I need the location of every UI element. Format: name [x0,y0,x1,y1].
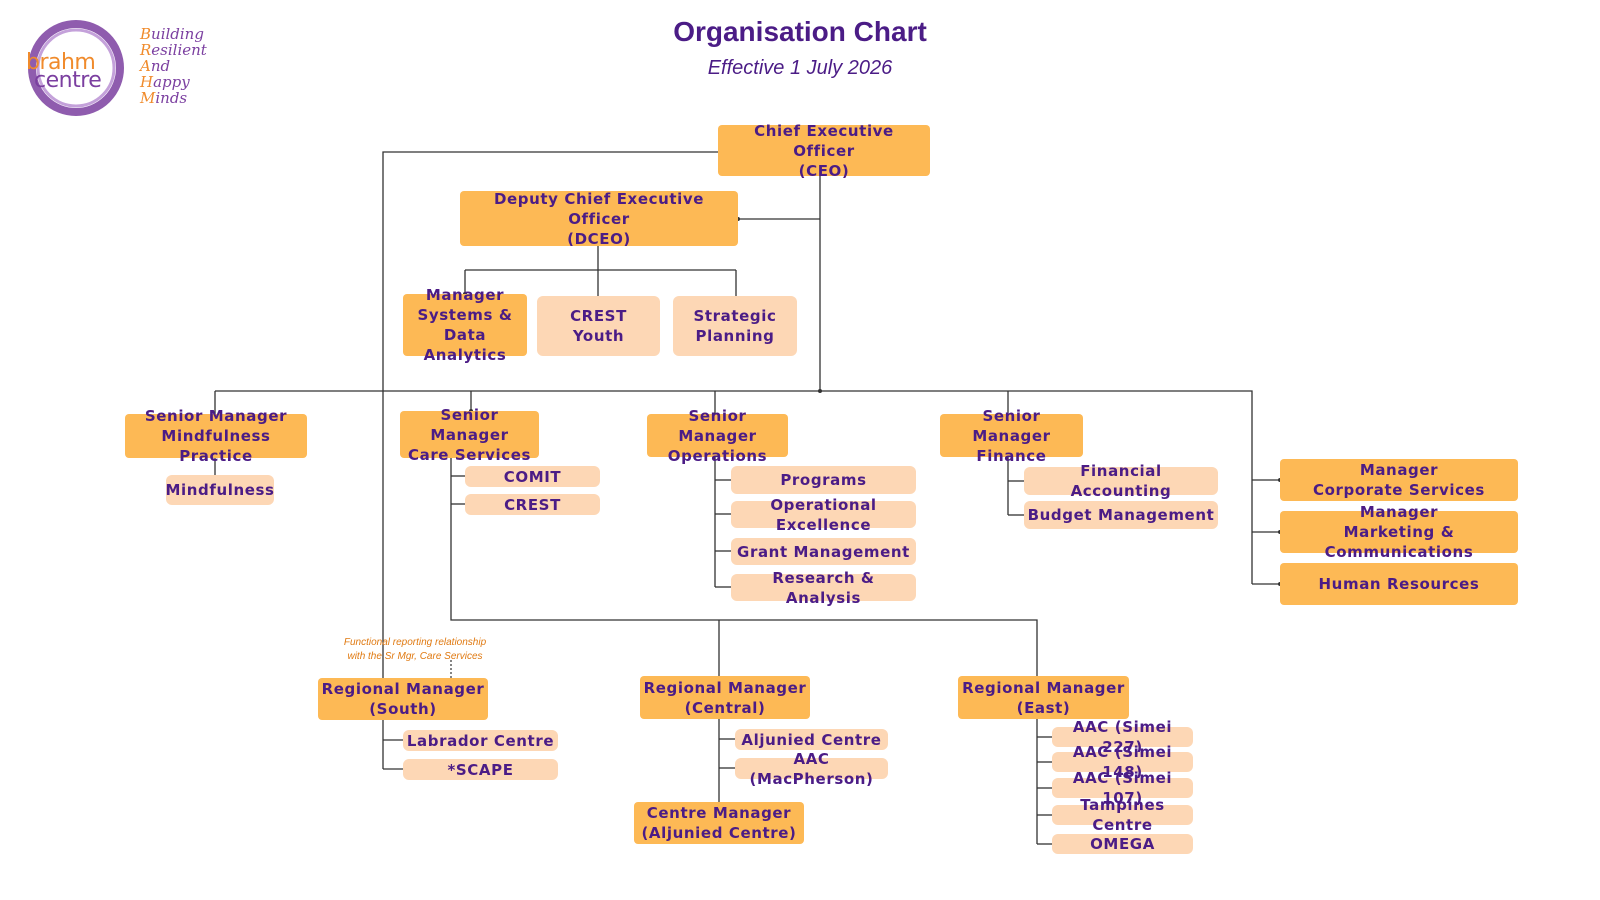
care-trunk-line [450,458,1038,678]
node-ceo: Chief Executive Officer (CEO) [718,122,930,180]
logo-tagline-line4: Happy [140,73,190,91]
node-crest: CREST [465,494,600,515]
node-comit: COMIT [465,466,600,487]
node-budget-management: Budget Management [1024,501,1218,529]
logo-tagline-line3: And [140,57,171,75]
node-sm-finance: Senior Manager Finance [940,407,1083,465]
chart-subtitle: Effective 1 July 2026 [707,57,893,79]
functional-reporting-note: Functional reporting relationship with t… [343,637,487,662]
node-strategic-planning: Strategic Planning [673,296,797,356]
logo-brand-line1: brahm [26,50,96,75]
node-human-resources: Human Resources [1280,563,1518,605]
node-aac-macpherson: AAC (MacPherson) [735,750,888,788]
logo-circle-icon [28,20,124,116]
node-mgr-systems: Manager Systems & Data Analytics [403,286,527,364]
node-financial-accounting: Financial Accounting [1024,462,1218,500]
senior-manager-bus-line [215,390,1253,584]
node-tampines: Tampines Centre [1052,796,1193,834]
node-mindfulness: Mindfulness [165,475,274,505]
logo-tagline-line2: Resilient [140,41,207,59]
logo-brand-line2: centre [34,68,102,93]
logo-tagline-line1: Building [140,25,204,43]
junction-dot [818,389,822,393]
node-crest-youth: CREST Youth [537,296,660,356]
node-rm-central: Regional Manager (Central) [640,676,810,719]
node-omega: OMEGA [1052,834,1193,854]
node-labrador: Labrador Centre [403,730,558,751]
node-sm-care: Senior Manager Care Services [400,406,539,464]
node-mgr-marcomms: Manager Marketing & Communications [1280,503,1518,561]
node-cm-aljunied: Centre Manager (Aljunied Centre) [634,802,804,844]
node-scape: *SCAPE [403,759,558,780]
node-dceo: Deputy Chief Executive Officer (DCEO) [460,190,738,248]
chart-title: Organisation Chart [673,16,927,47]
node-research-analysis: Research & Analysis [731,569,916,607]
logo-tagline-line5: Minds [140,89,188,107]
node-operational-excellence: Operational Excellence [731,496,916,534]
node-grant-management: Grant Management [731,538,916,565]
node-sm-mindfulness: Senior Manager Mindfulness Practice [125,407,307,465]
node-rm-east: Regional Manager (East) [958,676,1129,719]
node-rm-south: Regional Manager (South) [318,678,488,720]
node-aljunied: Aljunied Centre [735,729,888,750]
ceo-to-regional-south-line [382,151,718,678]
node-sm-operations: Senior Manager Operations [647,407,788,465]
node-programs: Programs [731,466,916,494]
node-mgr-corporate: Manager Corporate Services [1280,459,1518,501]
brahm-centre-logo: brahm centre Building Resilient And Happ… [22,16,232,126]
